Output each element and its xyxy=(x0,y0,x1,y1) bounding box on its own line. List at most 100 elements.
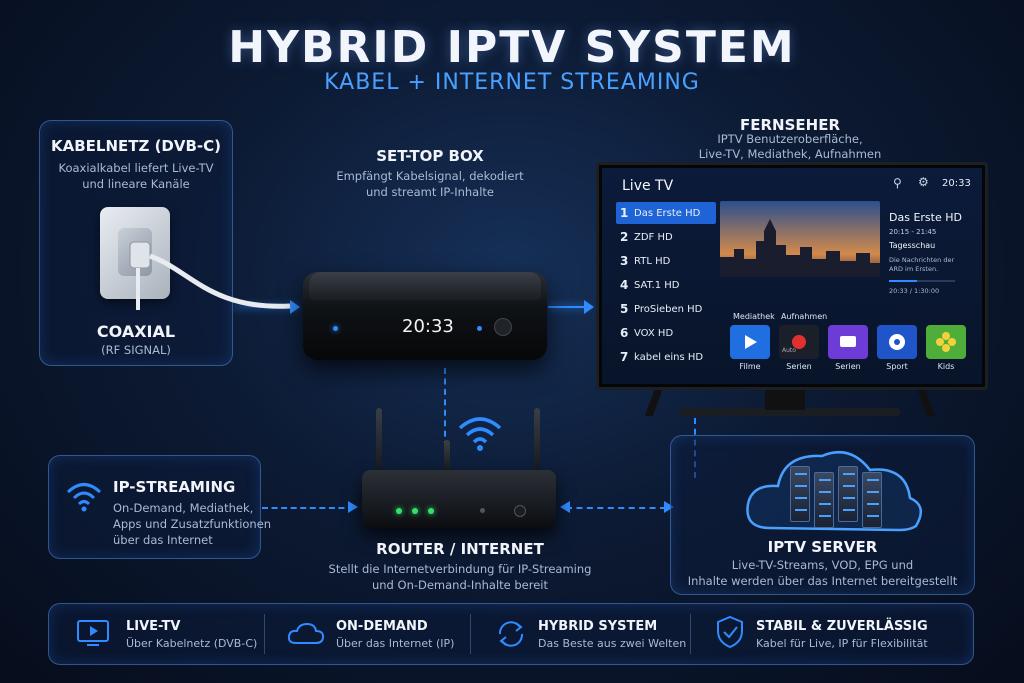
feature-bar xyxy=(48,603,974,665)
router-button[interactable] xyxy=(514,505,526,517)
page-subtitle: KABEL + INTERNET STREAMING xyxy=(324,70,700,95)
router-heading: ROUTER / INTERNET xyxy=(376,540,544,558)
server-rack-icon xyxy=(814,472,834,528)
tile-flower-icon xyxy=(936,332,956,352)
channel-name: SAT.1 HD xyxy=(634,279,680,291)
feature-divider xyxy=(470,614,471,654)
cable-heading: KABELNETZ (DVB-C) xyxy=(50,137,222,155)
info-show: Tagesschau xyxy=(889,241,936,250)
cloud-small-icon xyxy=(287,622,325,644)
tv-heading: FERNSEHER xyxy=(740,116,840,134)
channel-number: 2 xyxy=(620,230,629,244)
router-antenna-right xyxy=(534,408,540,474)
tile-tv-icon xyxy=(840,336,856,347)
stb-power-button[interactable] xyxy=(494,318,512,336)
rack-led-icon xyxy=(795,473,807,475)
feature-title-ondemand: ON-DEMAND xyxy=(336,619,428,634)
router-text-1: Stellt die Internetverbindung für IP-Str… xyxy=(328,562,592,576)
wifi-icon xyxy=(458,417,502,451)
cable-text-1: Koaxialkabel liefert Live-TV xyxy=(58,161,214,175)
channel-name: ProSieben HD xyxy=(634,303,703,315)
tv-stand xyxy=(765,390,805,410)
tv-text-2: Live-TV, Mediathek, Aufnahmen xyxy=(698,147,882,161)
tile-overlay-text: Auto xyxy=(782,347,796,354)
router-led-wlan-icon xyxy=(412,508,418,514)
router-antenna-middle xyxy=(444,440,450,474)
rack-led-icon xyxy=(819,479,831,481)
program-thumbnail xyxy=(720,201,880,277)
rack-led-icon xyxy=(867,491,879,493)
feature-divider xyxy=(264,614,265,654)
feature-divider xyxy=(690,614,691,654)
router-text-2: und On-Demand-Inhalte bereit xyxy=(371,578,549,592)
feature-title-stable: STABIL & ZUVERLÄSSIG xyxy=(756,619,928,634)
section-mediathek: Mediathek xyxy=(733,312,775,321)
rack-led-icon xyxy=(795,509,807,511)
rack-led-icon xyxy=(867,503,879,505)
coaxial-sublabel: (RF SIGNAL) xyxy=(101,343,171,357)
stb-heading: SET-TOP BOX xyxy=(376,147,484,165)
tv-clock: 20:33 xyxy=(942,178,971,189)
server-rack-icon xyxy=(790,466,810,522)
router-left-arrow-icon xyxy=(348,501,358,513)
ip-heading: IP-STREAMING xyxy=(113,478,236,496)
tv-settings-icon[interactable]: ⚙ xyxy=(918,175,929,189)
tile-label: Kids xyxy=(937,362,955,371)
tile-rec-icon xyxy=(792,335,806,349)
info-progress-text: 20:33 / 1:30:00 xyxy=(889,287,940,295)
tv-screen-title: Live TV xyxy=(622,178,674,194)
server-heading: IPTV SERVER xyxy=(767,538,878,556)
ip-text-3: über das Internet xyxy=(113,533,213,547)
rack-led-icon xyxy=(867,515,879,517)
tile-label: Serien xyxy=(835,362,861,371)
section-aufnahmen: Aufnahmen xyxy=(781,312,828,321)
channel-name: kabel eins HD xyxy=(634,351,704,363)
tile-serien[interactable]: Auto xyxy=(779,325,819,359)
rack-led-icon xyxy=(819,503,831,505)
tile-serien[interactable] xyxy=(828,325,868,359)
server-text-2: Inhalte werden über das Internet bereitg… xyxy=(687,574,958,588)
rack-led-icon xyxy=(819,491,831,493)
channel-row[interactable]: 2 ZDF HD xyxy=(616,226,716,248)
channel-number: 6 xyxy=(620,326,629,340)
stb-text-2: und streamt IP-Inhalte xyxy=(365,185,495,199)
sync-icon xyxy=(498,621,524,647)
feature-text-hybrid: Das Beste aus zwei Welten xyxy=(538,637,687,650)
tv-arrow-icon xyxy=(584,300,594,314)
info-desc-1: Die Nachrichten der xyxy=(889,256,955,264)
tile-kids[interactable] xyxy=(926,325,966,359)
channel-name: ZDF HD xyxy=(634,231,673,243)
tv-leg-right xyxy=(916,388,936,416)
channel-row[interactable]: 5 ProSieben HD xyxy=(616,298,716,320)
tv-search-icon[interactable]: ⚲ xyxy=(893,176,902,190)
stb-status-led-icon xyxy=(477,326,482,331)
coaxial-label: COAXIAL xyxy=(96,322,176,341)
tv-text-1: IPTV Benutzeroberfläche, xyxy=(717,132,863,146)
channel-number: 5 xyxy=(620,302,629,316)
rack-led-icon xyxy=(843,509,855,511)
feature-title-hybrid: HYBRID SYSTEM xyxy=(538,619,658,634)
info-channel: Das Erste HD xyxy=(889,211,962,224)
cable-text-2: und lineare Kanäle xyxy=(82,177,190,191)
ip-text-2: Apps und Zusatzfunktionen xyxy=(113,517,272,531)
tile-filme[interactable] xyxy=(730,325,770,359)
tv-base xyxy=(680,408,900,416)
tile-ball-icon xyxy=(889,334,905,350)
tile-label: Filme xyxy=(739,362,761,371)
rack-led-icon xyxy=(795,497,807,499)
info-desc-2: ARD im Ersten. xyxy=(889,265,939,273)
channel-number: 1 xyxy=(620,206,629,220)
rack-led-icon xyxy=(843,485,855,487)
feature-text-stable: Kabel für Live, IP für Flexibilität xyxy=(756,637,928,650)
router-led-off-icon xyxy=(480,508,485,513)
server-rack-icon xyxy=(838,466,858,522)
router xyxy=(362,470,556,528)
tile-sport[interactable] xyxy=(877,325,917,359)
tile-label: Serien xyxy=(786,362,812,371)
cloud-icon xyxy=(746,451,923,532)
